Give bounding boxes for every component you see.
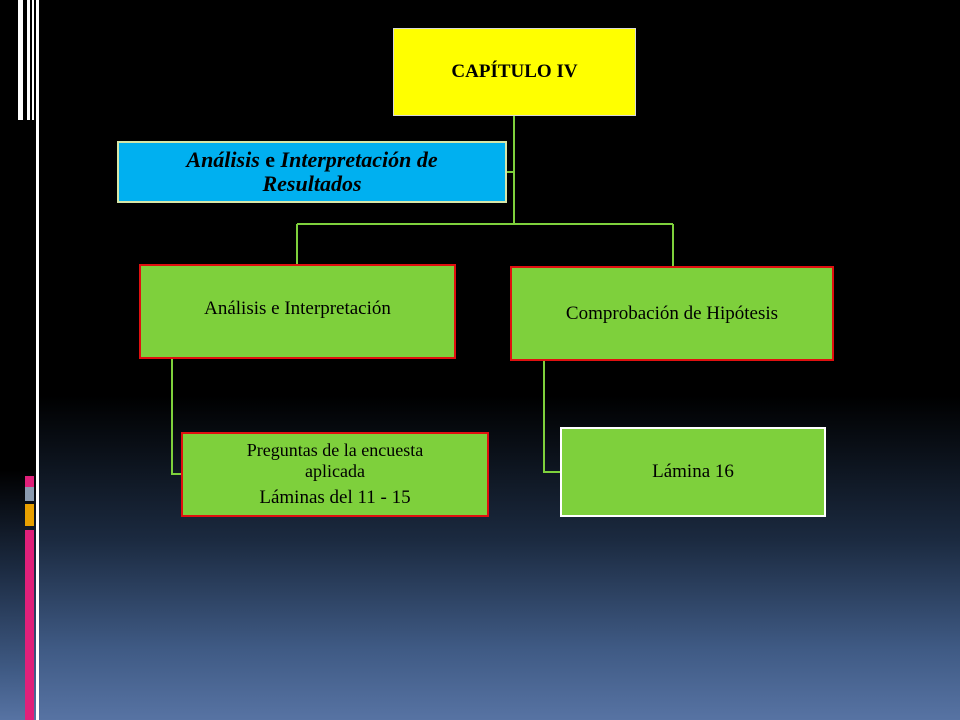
branch-node-comprobacion: Comprobación de Hipótesis [510,266,834,361]
assistant-label-part1: Análisis [186,146,260,172]
leaf-preguntas-line3: Láminas del 11 - 15 [259,487,411,509]
gray-bar [25,487,34,501]
connector-left-leaf [171,359,181,475]
assistant-label-part2: e [259,146,281,172]
connector-right-leaf [543,361,560,473]
branch-node-analisis-label: Análisis e Interpretación [204,298,391,320]
leaf-node-preguntas: Preguntas de la encuesta aplicada Lámina… [181,432,489,517]
leaf-preguntas-line1: Preguntas de la encuesta [246,439,424,460]
decorative-bars [18,0,40,120]
root-node-capitulo: CAPÍTULO IV [393,28,636,116]
left-stripe-edge [36,0,39,720]
root-node-label: CAPÍTULO IV [451,60,578,82]
assistant-label-part3: Interpretación de Resultados [262,146,438,196]
assistant-node-analisis-resultados: Análisis e Interpretación de Resultados [117,141,507,203]
branch-node-analisis: Análisis e Interpretación [139,264,456,359]
assistant-node-label: Análisis e Interpretación de Resultados [139,146,485,196]
pink-bar-top [25,476,34,488]
leaf-lamina-label: Lámina 16 [652,460,734,482]
leaf-node-lamina: Lámina 16 [560,427,826,517]
leaf-preguntas-line2: aplicada [305,460,365,481]
pink-bar-bottom [25,530,34,720]
branch-node-comprobacion-label: Comprobación de Hipótesis [565,303,779,325]
orange-bar [25,504,34,526]
